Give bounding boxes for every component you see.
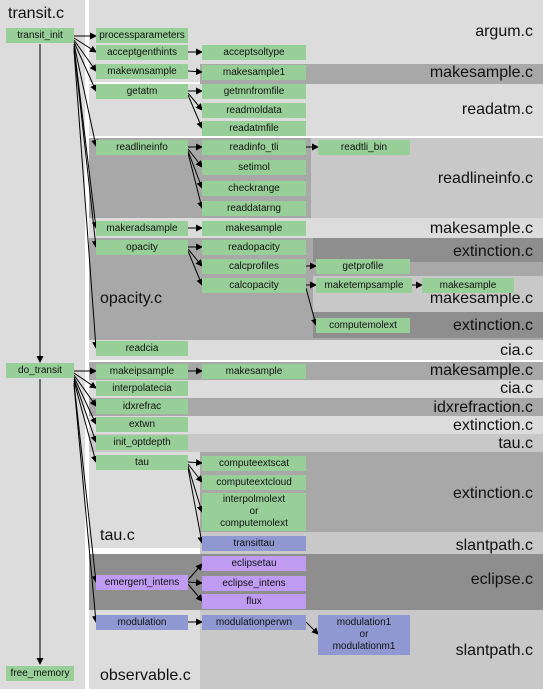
node-acceptgenthints: acceptgenthints	[96, 45, 188, 60]
band-extinction-1	[313, 238, 543, 262]
node-flux: flux	[202, 594, 306, 609]
band-idxrefraction	[89, 398, 543, 416]
band-do-transit-gap	[89, 360, 543, 362]
node-makesample: makesample	[202, 221, 306, 236]
node-readdatarng: readdatarng	[202, 201, 306, 216]
node-readcia: readcia	[96, 341, 188, 356]
band-cia-2	[89, 380, 543, 398]
node-makewnsample: makewnsample	[96, 64, 188, 79]
node-getatm: getatm	[96, 84, 188, 99]
node-makesample: makesample	[422, 278, 514, 293]
node-eclipse-intens: eclipse_intens	[202, 576, 306, 591]
node-modulation: modulation	[96, 615, 188, 630]
node-interpolmolext-or-computemolext: interpolmolext or computemolext	[202, 493, 306, 531]
node-emergent-intens: emergent_intens	[96, 575, 188, 590]
file-label-observable: observable.c	[100, 667, 191, 684]
node-acceptsoltype: acceptsoltype	[202, 45, 306, 60]
node-extwn: extwn	[96, 417, 188, 432]
file-label-makesample: makesample.c	[429, 362, 533, 379]
file-label-extinction: extinction.c	[452, 417, 533, 434]
file-label-extinction: extinction.c	[452, 317, 533, 334]
file-label-argum: argum.c	[475, 23, 533, 40]
file-label-opacity: opacity.c	[100, 290, 162, 307]
file-label-tau: tau.c	[498, 435, 533, 452]
node-readmoldata: readmoldata	[202, 103, 306, 118]
node-readatmfile: readatmfile	[202, 121, 306, 136]
node-interpolatecia: interpolatecia	[96, 381, 188, 396]
band-cia-1	[89, 340, 543, 360]
node-init-optdepth: init_optdepth	[96, 435, 188, 450]
file-label-slantpath: slantpath.c	[455, 642, 533, 659]
file-label-idxrefraction: idxrefraction.c	[433, 399, 533, 416]
node-idxrefrac: idxrefrac	[96, 399, 188, 414]
node-calcprofiles: calcprofiles	[202, 259, 306, 274]
node-makesample: makesample	[202, 364, 306, 379]
node-processparameters: processparameters	[96, 28, 188, 43]
node-computemolext: computemolext	[316, 318, 410, 333]
band-tau-1	[89, 434, 543, 452]
node-maketempsample: maketempsample	[316, 278, 412, 293]
node-makeradsample: makeradsample	[96, 221, 188, 236]
node-transittau: transittau	[202, 536, 306, 551]
file-label-makesample: makesample.c	[429, 64, 533, 81]
file-label-cia: cia.c	[500, 342, 533, 359]
file-label-cia: cia.c	[500, 380, 533, 397]
node-makesample1: makesample1	[202, 65, 306, 80]
node-tau: tau	[96, 455, 188, 470]
file-label-readatm: readatm.c	[461, 101, 533, 118]
node-computeextscat: computeextscat	[202, 456, 306, 471]
node-makeipsample: makeipsample	[96, 364, 188, 379]
band-extinction-3	[89, 416, 543, 434]
node-modulationperwn: modulationperwn	[202, 615, 306, 630]
file-label-makesample: makesample.c	[429, 220, 533, 237]
transit-column-background	[0, 0, 85, 689]
node-readlineinfo: readlineinfo	[96, 140, 188, 155]
node-opacity: opacity	[96, 240, 188, 255]
node-readopacity: readopacity	[202, 240, 306, 255]
node-readtli-bin: readtli_bin	[318, 140, 410, 155]
node-transit-init: transit_init	[6, 28, 74, 43]
node-do-transit: do_transit	[6, 363, 74, 378]
file-label-tau: tau.c	[100, 527, 135, 544]
node-getprofile: getprofile	[316, 259, 410, 274]
node-setimol: setimol	[202, 160, 306, 175]
node-modulation1-or-modulationm1: modulation1 or modulationm1	[318, 615, 410, 655]
node-getmnfromfile: getmnfromfile	[202, 84, 306, 99]
node-free-memory: free_memory	[6, 666, 74, 681]
file-label-slantpath: slantpath.c	[455, 537, 533, 554]
file-label-readlineinfo: readlineinfo.c	[437, 170, 533, 187]
file-label-makesample: makesample.c	[429, 290, 533, 307]
file-label-eclipse: eclipse.c	[470, 571, 533, 588]
file-label-extinction: extinction.c	[452, 243, 533, 260]
node-readinfo-tli: readinfo_tli	[202, 140, 306, 155]
node-computeextcloud: computeextcloud	[202, 475, 306, 490]
node-eclipsetau: eclipsetau	[202, 556, 306, 571]
file-label-transit: transit.c	[8, 5, 65, 22]
node-calcopacity: calcopacity	[202, 278, 306, 293]
file-label-extinction: extinction.c	[452, 485, 533, 502]
node-checkrange: checkrange	[202, 181, 306, 196]
